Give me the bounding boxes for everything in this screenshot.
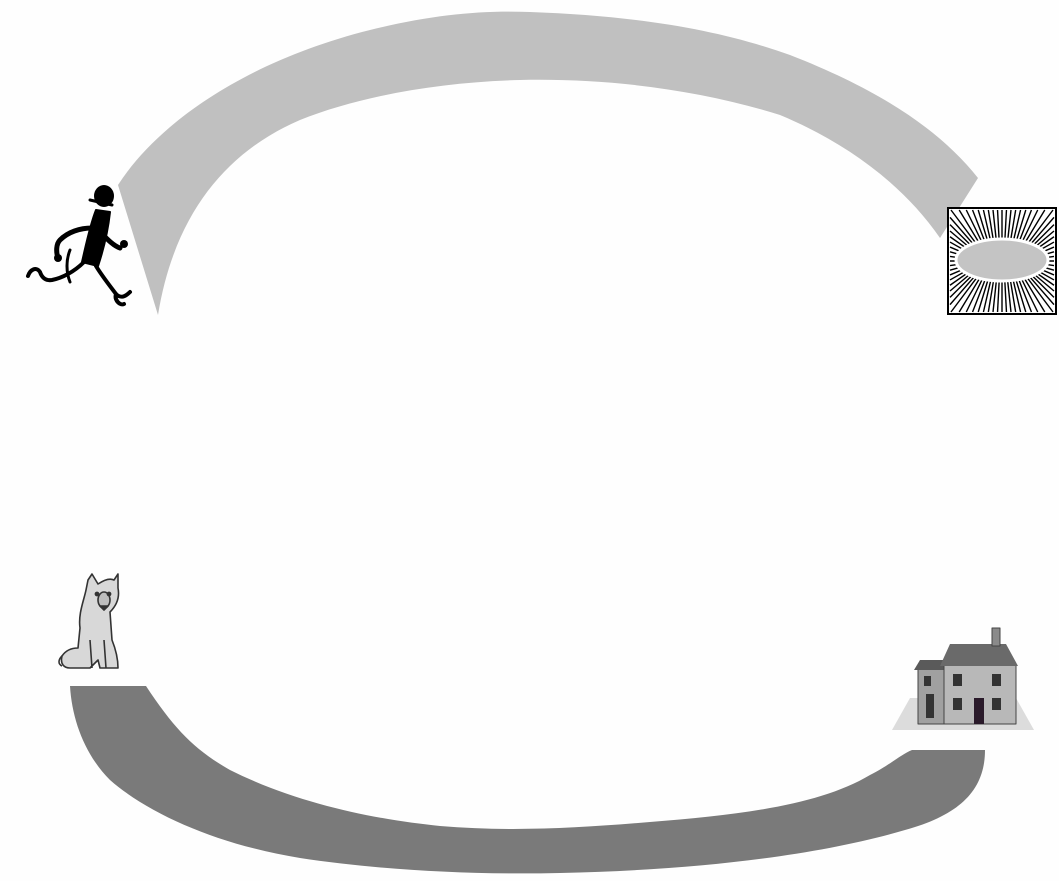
- bottom-arc-arrow: [70, 686, 985, 873]
- house-icon: [892, 628, 1034, 730]
- running-man-icon: [28, 185, 130, 304]
- sunburst-frame-icon: [948, 208, 1056, 314]
- top-arc-arrow: [118, 12, 978, 315]
- sitting-dog-icon: [59, 574, 119, 668]
